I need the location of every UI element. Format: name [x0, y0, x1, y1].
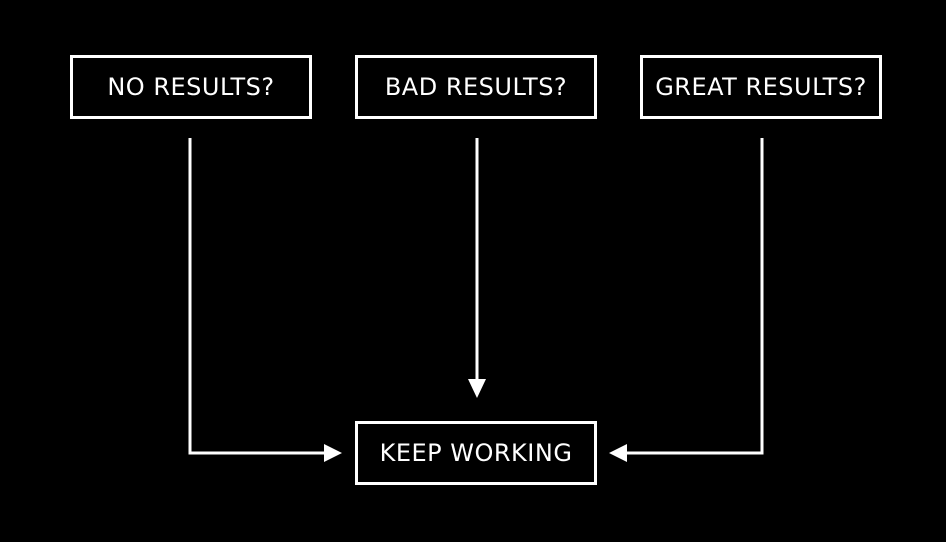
bad-results-label: BAD RESULTS?: [384, 73, 568, 101]
connector-no-results: [188, 138, 325, 455]
keep-working-box: KEEP WORKING: [355, 421, 597, 485]
connector-great-results: [626, 138, 764, 455]
great-results-label: GREAT RESULTS?: [655, 73, 867, 101]
keep-working-label: KEEP WORKING: [379, 439, 573, 467]
bad-results-box: BAD RESULTS?: [355, 55, 597, 119]
great-results-box: GREAT RESULTS?: [640, 55, 882, 119]
arrowhead-bad-results: [468, 379, 486, 398]
no-results-box: NO RESULTS?: [70, 55, 312, 119]
arrowhead-no-results: [324, 444, 342, 462]
arrowhead-great-results: [609, 444, 627, 462]
no-results-label: NO RESULTS?: [107, 73, 275, 101]
